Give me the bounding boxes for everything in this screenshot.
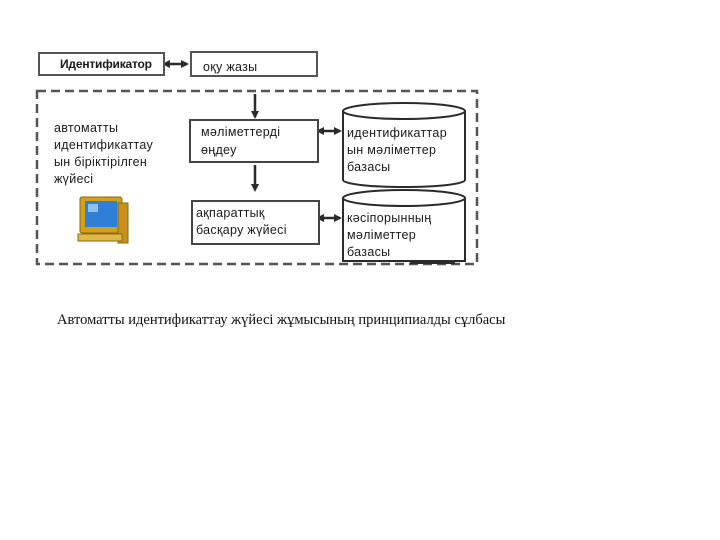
info-management-line: басқару жүйесі xyxy=(196,223,287,237)
system-line: автоматты xyxy=(54,121,119,135)
data-processing-box: мәліметтерді өңдеу xyxy=(189,119,319,163)
id-database-line: базасы xyxy=(347,160,391,174)
system-description: автоматты идентификаттау ын біріктірілге… xyxy=(54,120,174,188)
data-processing-line: өңдеу xyxy=(201,143,237,157)
enterprise-database-line: мәліметтер xyxy=(347,228,416,242)
diagram-caption: Автоматты идентификаттау жүйесі жұмысыны… xyxy=(57,312,506,328)
enterprise-database-label: кәсіпорынның мәліметтер базасы xyxy=(347,210,465,261)
identifier-label: Идентификатор xyxy=(60,57,152,71)
enterprise-database-cylinder-icon xyxy=(342,189,466,264)
system-line: жүйесі xyxy=(54,172,94,186)
reader-box: оқу жазы xyxy=(190,51,318,77)
enterprise-database-line: кәсіпорынның xyxy=(347,211,432,225)
info-management-box: ақпараттық басқару жүйесі xyxy=(191,200,320,245)
id-database-label: идентификаттар ын мәліметтер базасы xyxy=(347,125,465,176)
id-database-line: ын мәліметтер xyxy=(347,143,437,157)
reader-label: оқу жазы xyxy=(203,60,258,74)
enterprise-database-line: базасы xyxy=(347,245,391,259)
system-line: ын біріктірілген xyxy=(54,155,148,169)
identifier-box: Идентификатор xyxy=(38,52,165,76)
id-database-line: идентификаттар xyxy=(347,126,447,140)
id-database-cylinder-icon xyxy=(342,102,466,188)
computer-icon xyxy=(77,196,129,244)
data-processing-line: мәліметтерді xyxy=(201,125,281,139)
system-boundary xyxy=(35,89,479,266)
info-management-line: ақпараттық xyxy=(196,206,265,220)
system-line: идентификаттау xyxy=(54,138,154,152)
